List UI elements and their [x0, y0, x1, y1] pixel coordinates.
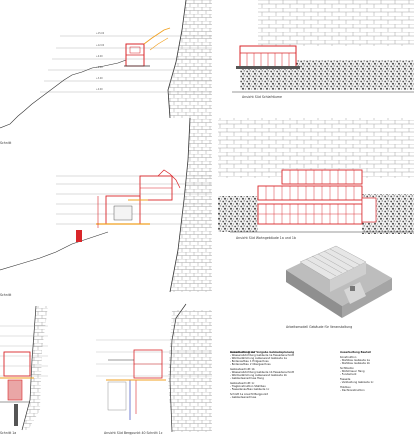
- note-line: - Gebäudeanschluss Hang: [230, 376, 264, 380]
- building-section-middle: [76, 169, 181, 242]
- cliff-profile-middle: [169, 117, 191, 293]
- section-drawing-middle: [0, 117, 212, 293]
- notes-column-1: Ausarbeitung auf Vorgabe Gebäudeplanung …: [230, 351, 320, 400]
- note-line: - Stahlbau Gebäude 1a: [340, 358, 370, 362]
- notes-column-2-title: Ausarbeitung Bauteil: [340, 351, 371, 354]
- stone-wall-middle: [218, 118, 414, 178]
- note-line: Gebäudeschnitt 1b: [230, 367, 255, 371]
- level-label: +6.00: [96, 66, 103, 69]
- note-line: - Tragkonstruktion Stahlbau: [230, 384, 266, 388]
- caption-section-middle: Schnitt: [0, 293, 12, 297]
- stone-wall-bottom: [168, 310, 212, 432]
- note-line: - Stahlbau Gebäude 1b: [340, 361, 370, 365]
- note-line: - Bodenaufbau 2 Obergeschoss: [230, 362, 271, 366]
- note-line: - Fundament: [340, 372, 357, 376]
- note-line: - Bodenaufbau 1 Erdgeschoss: [230, 359, 269, 363]
- level-label: +3.00: [96, 77, 103, 80]
- cliff-fill-middle: [170, 118, 212, 292]
- note-line: - Wasserabdichtung Gebäude 1b Fassadensc…: [230, 370, 295, 374]
- note-line: Holzbau: [340, 385, 351, 389]
- note-line: Sichtbeton: [340, 366, 354, 370]
- cliff-profile-top: [167, 0, 187, 119]
- front-view-top: [232, 0, 414, 93]
- level-label: +15.00: [96, 32, 105, 35]
- level-label: +9.00: [96, 55, 103, 58]
- note-line: Gebäudeschnitt 1a: [230, 351, 255, 354]
- stone-wall-top: [258, 0, 414, 46]
- notes-column-2: Ausarbeitung Bauteil Konstruktion - Stah…: [340, 351, 412, 393]
- caption-section-bottom-mid: Ansicht Süd Bergpunkt 40 Schnitt 1c: [104, 431, 163, 435]
- level-label: +0.00: [96, 88, 103, 91]
- note-line: Gebäudeschnitt 1c: [230, 381, 255, 385]
- detail-section-bottom-left: [0, 305, 48, 431]
- terrain-middle: [0, 231, 109, 271]
- note-line: - Fassadenaufbau Gebäude 1c: [230, 387, 270, 391]
- note-line: - Wärmedämmung Außenwand Gebäude 1a: [230, 356, 287, 360]
- detail-section-bottom-mid: [96, 303, 212, 433]
- level-lines-top: [40, 35, 212, 93]
- note-line: - Wasserabdichtung Gebäude 1a Fassadensc…: [230, 353, 295, 357]
- level-lines-middle: [56, 175, 212, 225]
- model-photo: [286, 245, 392, 318]
- note-line: - Stützmauer Hang: [340, 369, 365, 373]
- notes-column-1-title: Ausarbeitung auf Vorgabe Gebäudeplanung: [230, 351, 295, 354]
- caption-model: Arbeitsmodell Gebäude für Veranstaltung: [286, 325, 353, 329]
- rubble-ground-top: [292, 60, 414, 90]
- front-view-middle: [218, 118, 414, 234]
- level-label: +12.00: [96, 44, 105, 47]
- note-line: - Wärmedämmung Außenwand Gebäude 1b: [230, 373, 287, 377]
- caption-section-top: Schnitt: [0, 141, 12, 145]
- rubble-ground-middle-left: [218, 196, 258, 232]
- note-line: - Verkleidung Gebäude 1c: [340, 380, 374, 384]
- caption-front-view-top: Ansicht Süd Schlafräume: [242, 95, 282, 99]
- note-line: Fassade: [340, 377, 351, 381]
- caption-front-view-middle: Ansicht Süd Wohngebäude 1a und 1b: [236, 236, 296, 240]
- note-line: Schnitt 1a Ansicht Bergpunkt: [230, 392, 268, 396]
- note-line: - Dachkonstruktion: [340, 388, 365, 392]
- note-line: - Gebäudeanschluss: [230, 395, 257, 399]
- building-section-top: [124, 27, 171, 67]
- building-front-top: [236, 45, 300, 69]
- caption-section-bottom-left: Schnitt 1a: [0, 431, 17, 435]
- building-front-middle: [257, 169, 377, 225]
- note-line: Konstruktion: [340, 355, 357, 359]
- terrain-stairs-top: [0, 59, 127, 129]
- section-drawing-top: [0, 0, 212, 129]
